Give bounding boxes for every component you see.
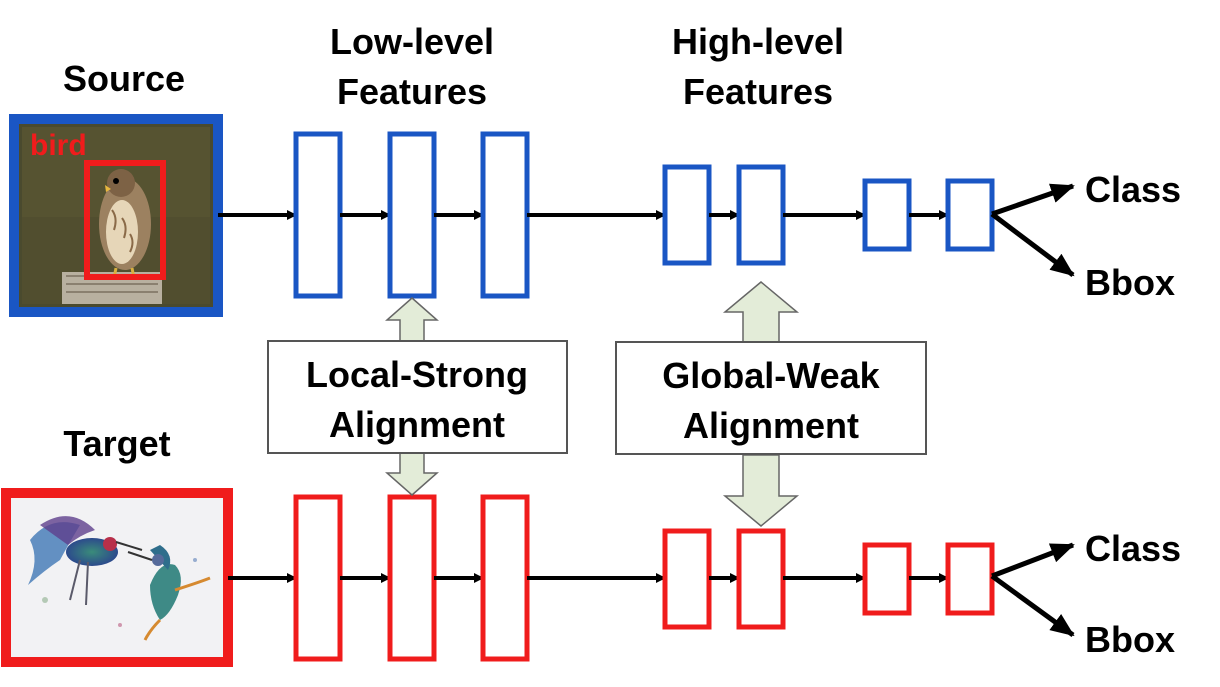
target-image	[1, 488, 233, 667]
source-image: bird	[9, 114, 223, 317]
source-bbox-output: Bbox	[1085, 262, 1175, 303]
source-head-block-2	[945, 178, 995, 252]
target-head-block-1	[862, 542, 912, 616]
bird-icon	[99, 169, 151, 279]
source-low-level-block-2	[387, 131, 437, 299]
source-pipeline	[218, 131, 1075, 299]
source-class-output: Class	[1085, 169, 1181, 210]
local-alignment-line1: Local-Strong	[306, 354, 528, 395]
source-low-level-block-1	[293, 131, 343, 299]
source-low-level-block-3	[480, 131, 530, 299]
source-class-arrow	[991, 183, 1075, 217]
bbox-class-tag: bird	[30, 129, 87, 162]
high-level-heading-line2: Features	[683, 71, 833, 112]
target-class-output: Class	[1085, 528, 1181, 569]
target-high-level-block-1	[662, 528, 712, 630]
target-low-level-block-1	[293, 494, 343, 662]
target-class-arrow	[991, 542, 1075, 579]
global-alignment-line2: Alignment	[683, 405, 859, 446]
high-level-heading-line1: High-level	[672, 21, 844, 62]
target-low-level-block-3	[480, 494, 530, 662]
source-high-level-block-1	[662, 164, 712, 266]
low-level-heading-line1: Low-level	[330, 21, 494, 62]
low-level-heading-line2: Features	[337, 71, 487, 112]
source-high-level-block-2	[736, 164, 786, 266]
global-alignment-line1: Global-Weak	[662, 355, 880, 396]
source-label: Source	[63, 58, 185, 99]
target-pipeline	[228, 494, 1075, 662]
bird-bounding-box	[84, 160, 166, 280]
global-alignment-arrow	[722, 281, 800, 527]
local-strong-alignment-box: Local-Strong Alignment	[267, 340, 568, 454]
target-image-frame	[1, 488, 233, 667]
source-bbox-arrow	[990, 212, 1075, 277]
global-weak-alignment-box: Global-Weak Alignment	[615, 341, 927, 455]
target-high-level-block-2	[736, 528, 786, 630]
target-bbox-output: Bbox	[1085, 619, 1175, 660]
target-label: Target	[63, 423, 170, 464]
hummingbird-icon	[28, 516, 211, 641]
source-head-block-1	[862, 178, 912, 252]
target-head-block-2	[945, 542, 995, 616]
target-low-level-block-2	[387, 494, 437, 662]
local-alignment-line2: Alignment	[329, 404, 505, 445]
target-bbox-arrow	[990, 573, 1075, 638]
